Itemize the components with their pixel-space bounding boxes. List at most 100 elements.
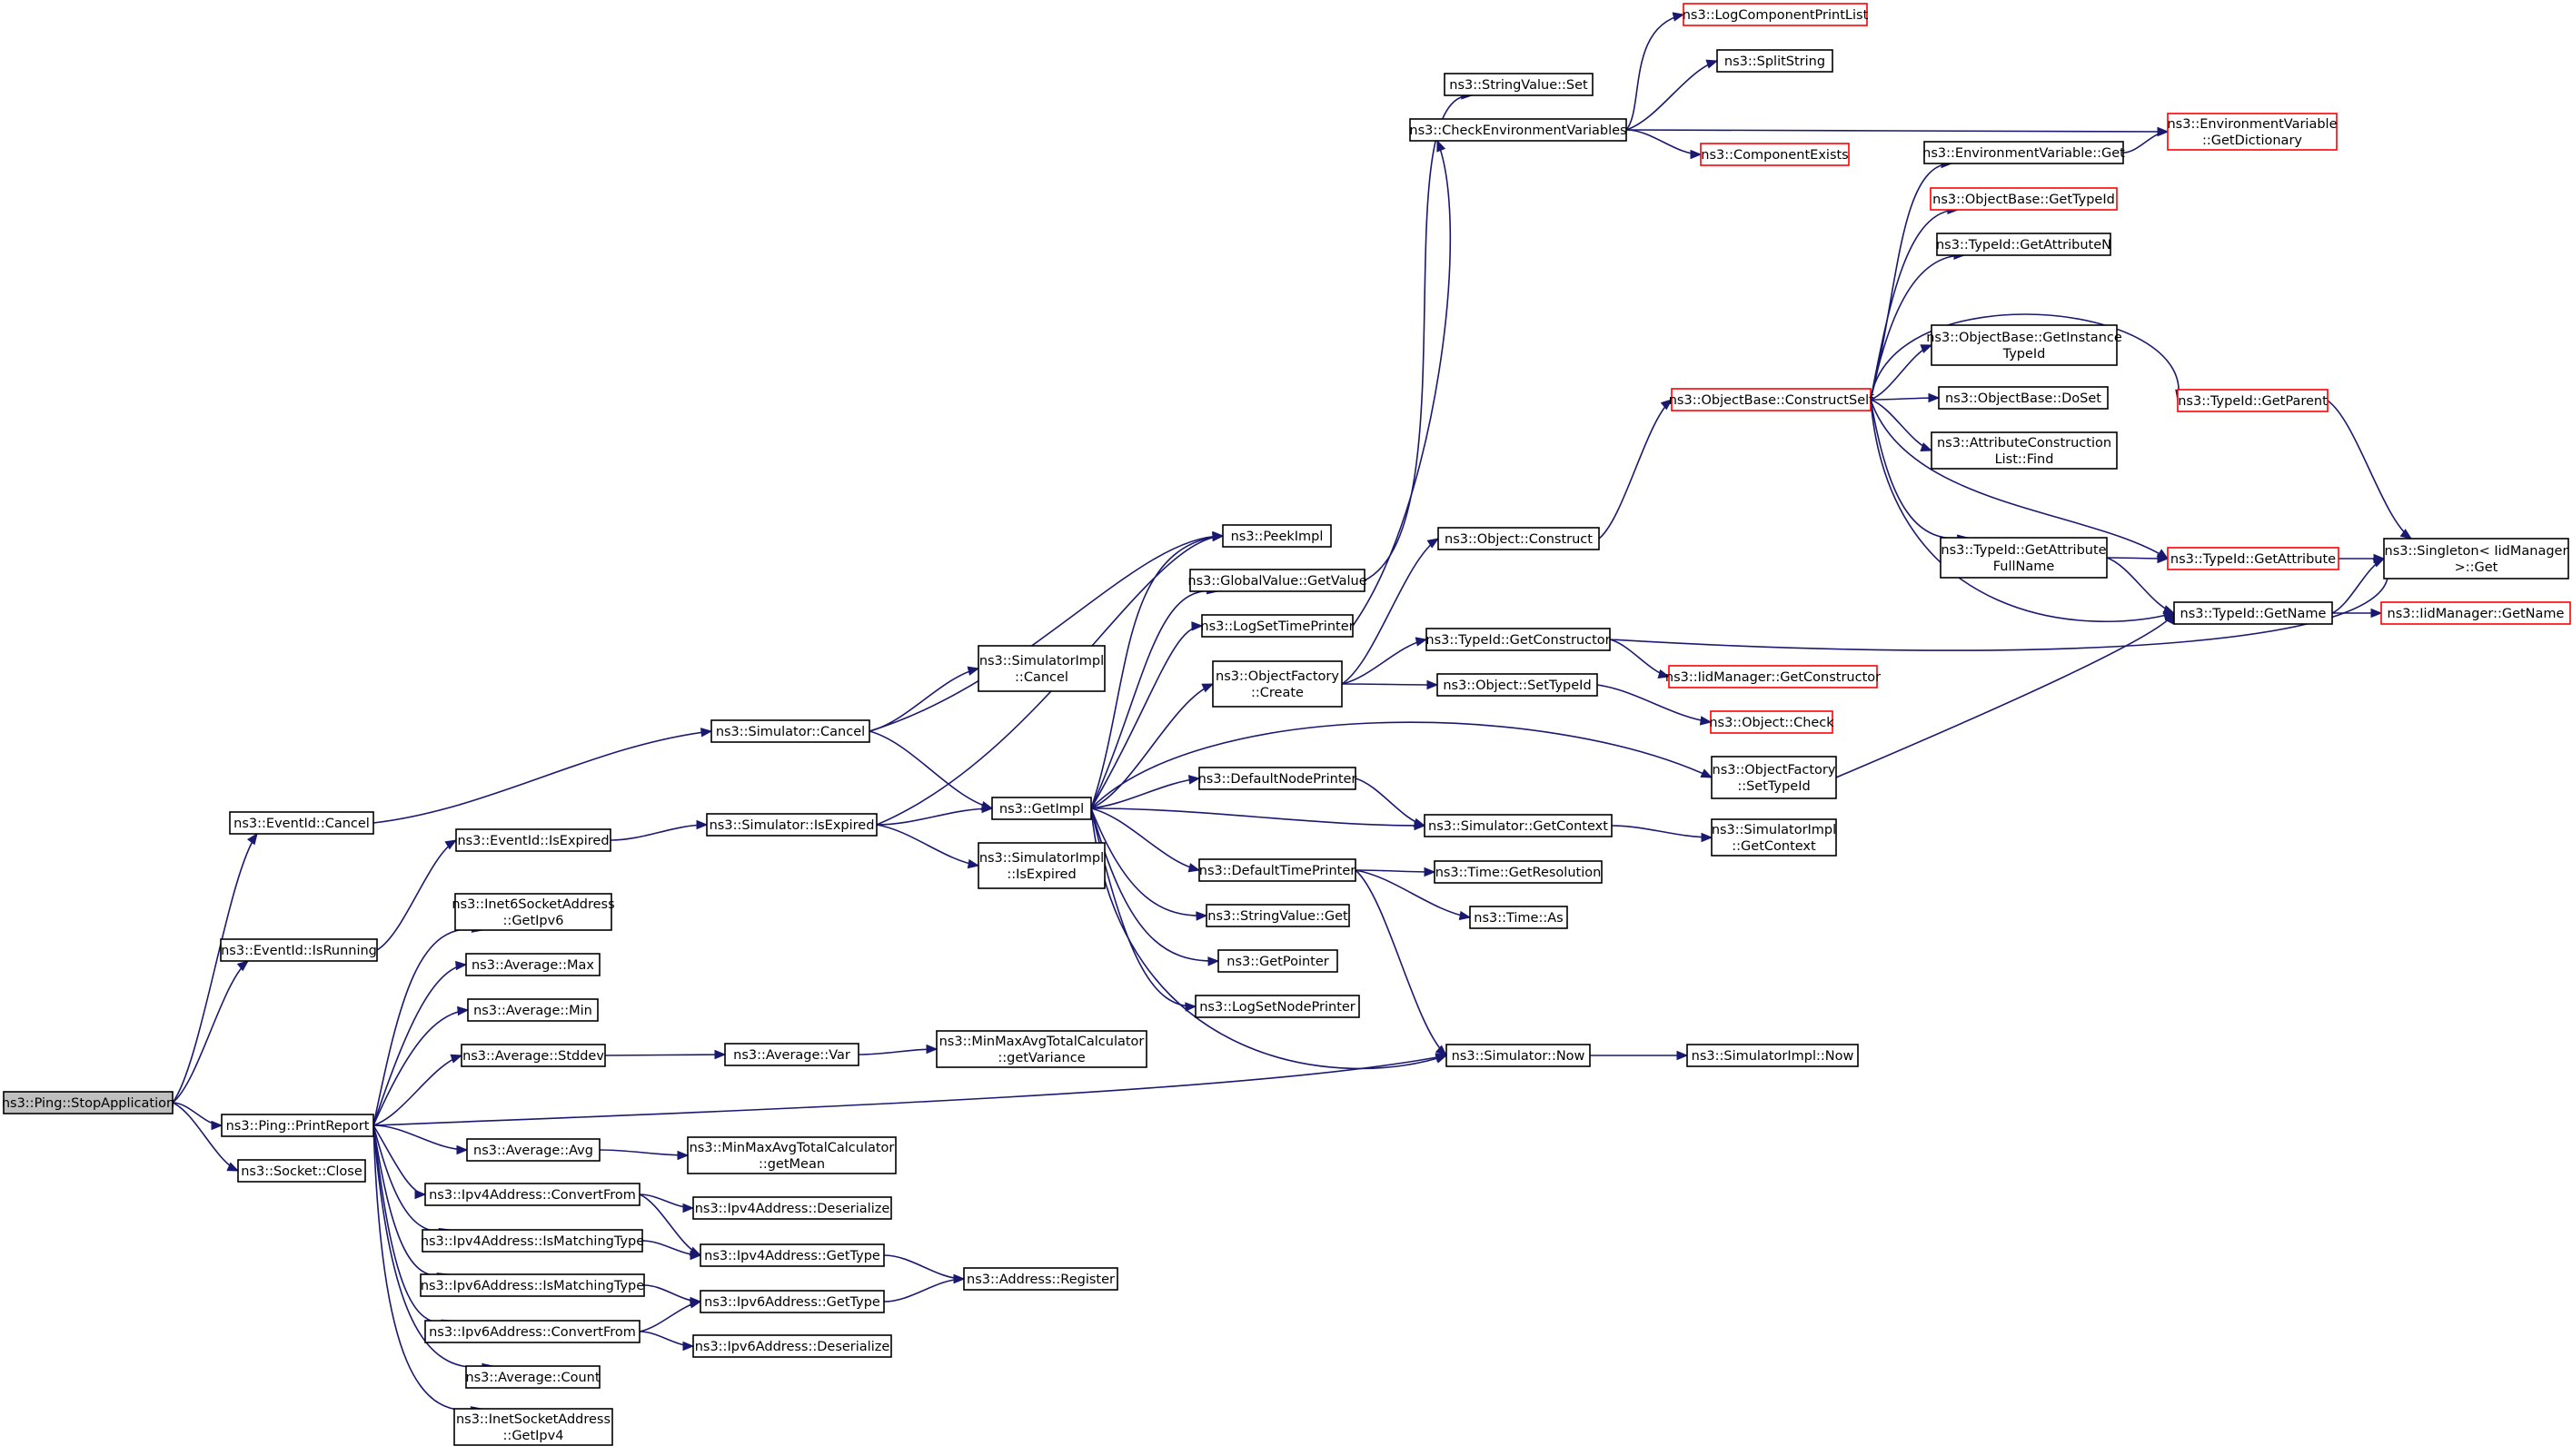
node-n10[interactable]: ns3::GetImpl (991, 797, 1092, 820)
node-label: ns3::Singleton< IidManager (2385, 544, 2568, 559)
node-n30[interactable]: ns3::Object::SetTypeId (1436, 673, 1598, 697)
node-n16[interactable]: ns3::DefaultNodePrinter (1198, 767, 1357, 790)
node-n52[interactable]: ns3::Inet6SocketAddress::GetIpv6 (452, 893, 615, 931)
node-n13[interactable]: ns3::GlobalValue::GetValue (1187, 569, 1367, 592)
node-n28[interactable]: ns3::ObjectBase::ConstructSelf (1669, 388, 1874, 411)
node-box (706, 813, 878, 837)
node-label: ns3::SimulatorImpl (1712, 823, 1836, 837)
node-n34[interactable]: ns3::Simulator::GetContext (1424, 814, 1613, 837)
node-n51[interactable]: ns3::IidManager::GetName (2380, 601, 2571, 625)
edge-n3-n7 (376, 839, 458, 951)
node-box (1198, 858, 1356, 882)
node-n35[interactable]: ns3::SimulatorImpl::GetContext (1711, 818, 1837, 857)
node-n44[interactable]: ns3::ObjectBase::DoSet (1938, 386, 2109, 410)
node-n2[interactable]: ns3::EventId::Cancel (229, 811, 374, 835)
node-n6[interactable]: ns3::Simulator::Cancel (710, 719, 870, 743)
node-layer: ns3::Ping::StopApplication ns3::EventId::… (2, 3, 2571, 1446)
node-n53[interactable]: ns3::Average::Max (465, 953, 601, 976)
node-n24[interactable]: ns3::SplitString (1716, 49, 1833, 73)
node-n56[interactable]: ns3::Average::Var (724, 1043, 859, 1066)
edge-n10-n19 (1090, 807, 1220, 966)
node-n19[interactable]: ns3::GetPointer (1217, 949, 1338, 973)
node-n42[interactable]: ns3::TypeId::GetAttributeN (1936, 233, 2111, 256)
node-n17[interactable]: ns3::DefaultTimePrinter (1198, 858, 1356, 882)
node-n49[interactable]: ns3::TypeId::GetName (2173, 601, 2333, 625)
node-label: ns3::ObjectBase::GetTypeId (1932, 193, 2115, 207)
node-n58[interactable]: ns3::Average::Avg (466, 1138, 601, 1162)
node-n70[interactable]: ns3::InetSocketAddress::GetIpv4 (453, 1408, 613, 1446)
node-n47[interactable]: ns3::TypeId::GetParent (2177, 389, 2329, 412)
node-n67[interactable]: ns3::Ipv6Address::ConvertFrom (424, 1320, 641, 1343)
node-n4[interactable]: ns3::Ping::PrintReport (221, 1114, 374, 1137)
edge-n47-n50 (2327, 400, 2413, 540)
node-n48[interactable]: ns3::TypeId::GetAttribute (2167, 547, 2339, 570)
node-n50[interactable]: ns3::Singleton< IidManager >::Get (2383, 538, 2569, 579)
node-n60[interactable]: ns3::Ipv4Address::ConvertFrom (424, 1183, 641, 1206)
node-n25[interactable]: ns3::EnvironmentVariable::GetDictionary (2167, 113, 2338, 151)
node-n8[interactable]: ns3::Simulator::IsExpired (706, 813, 878, 837)
node-n12[interactable]: ns3::PeekImpl (1222, 524, 1332, 548)
node-n5[interactable]: ns3::Socket::Close (237, 1159, 366, 1183)
node-n41[interactable]: ns3::ObjectBase::GetTypeId (1930, 187, 2118, 211)
node-n29[interactable]: ns3::TypeId::GetConstructor (1425, 628, 1611, 651)
edge-n1-n5 (172, 1102, 240, 1172)
node-box (1931, 324, 2118, 366)
node-n54[interactable]: ns3::Average::Min (467, 998, 599, 1022)
node-n66[interactable]: ns3::Ipv6Address::GetType (700, 1290, 885, 1313)
node-n7[interactable]: ns3::EventId::IsExpired (455, 828, 611, 852)
edge-n10-n14 (1090, 621, 1204, 809)
node-n18[interactable]: ns3::StringValue::Get (1206, 904, 1350, 927)
node-n15[interactable]: ns3::ObjectFactory::Create (1212, 660, 1343, 708)
node-n33[interactable]: ns3::ObjectFactory::SetTypeId (1711, 756, 1837, 799)
node-n68[interactable]: ns3::Ipv6Address::Deserialize (692, 1334, 892, 1358)
arrowhead (677, 1150, 690, 1161)
node-n23[interactable]: ns3::LogComponentPrintList (1683, 3, 1869, 26)
node-n36[interactable]: ns3::Time::GetResolution (1434, 860, 1603, 884)
node-n65[interactable]: ns3::Ipv6Address::IsMatchingType (420, 1273, 645, 1297)
node-n22[interactable]: ns3::CheckEnvironmentVariables (1409, 118, 1627, 142)
node-box (237, 1159, 366, 1183)
node-label: ns3::ObjectFactory (1713, 763, 1836, 778)
node-n31[interactable]: ns3::IidManager::GetConstructor (1665, 665, 1881, 688)
arrowhead (1657, 669, 1671, 679)
node-n40[interactable]: ns3::EnvironmentVariable::Get (1922, 141, 2125, 164)
node-label: ns3::ObjectBase::GetInstance (1926, 331, 2122, 345)
node-box (2173, 601, 2333, 625)
node-n26[interactable]: ns3::ComponentExists (1700, 143, 1850, 166)
node-n59[interactable]: ns3::MinMaxAvgTotalCalculator::getMean (687, 1136, 897, 1174)
node-n21[interactable]: ns3::StringValue::Set (1444, 73, 1594, 96)
node-n32[interactable]: ns3::Object::Check (1709, 710, 1834, 734)
edge-n17-n38 (1355, 869, 1447, 1056)
node-box (467, 998, 599, 1022)
node-n27[interactable]: ns3::Object::Construct (1437, 527, 1600, 550)
arrowhead (1415, 637, 1428, 647)
node-box (692, 1196, 892, 1220)
node-n1[interactable]: ns3::Ping::StopApplication (2, 1091, 174, 1114)
node-box (687, 1136, 897, 1174)
node-n61[interactable]: ns3::Ipv4Address::Deserialize (692, 1196, 892, 1220)
node-n64[interactable]: ns3::Address::Register (963, 1267, 1118, 1291)
node-n63[interactable]: ns3::Ipv4Address::GetType (700, 1243, 885, 1267)
node-n20[interactable]: ns3::LogSetNodePrinter (1195, 995, 1360, 1018)
node-n38[interactable]: ns3::Simulator::Now (1445, 1044, 1591, 1067)
node-n11[interactable]: ns3::SimulatorImpl::IsExpired (978, 842, 1106, 889)
edge-n4-n58 (372, 1124, 469, 1155)
node-label: ns3::ObjectFactory (1216, 669, 1339, 684)
node-n57[interactable]: ns3::MinMaxAvgTotalCalculator::getVarian… (936, 1030, 1147, 1068)
node-n39[interactable]: ns3::SimulatorImpl::Now (1686, 1044, 1859, 1067)
edge-n6-n9 (869, 666, 980, 732)
node-n37[interactable]: ns3::Time::As (1469, 906, 1568, 929)
node-label: ns3::Ipv6Address::GetType (704, 1295, 880, 1310)
node-label: List::Find (1995, 452, 2054, 467)
node-n55[interactable]: ns3::Average::Stddev (461, 1044, 606, 1067)
node-label: ns3::Ipv4Address::IsMatchingType (421, 1234, 644, 1249)
arrowhead (1201, 683, 1215, 693)
node-n14[interactable]: ns3::LogSetTimePrinter (1200, 614, 1355, 638)
node-n9[interactable]: ns3::SimulatorImpl::Cancel (978, 645, 1106, 692)
node-n69[interactable]: ns3::Average::Count (465, 1365, 601, 1389)
node-n62[interactable]: ns3::Ipv4Address::IsMatchingType (421, 1229, 644, 1253)
node-n3[interactable]: ns3::EventId::IsRunning (220, 938, 378, 962)
